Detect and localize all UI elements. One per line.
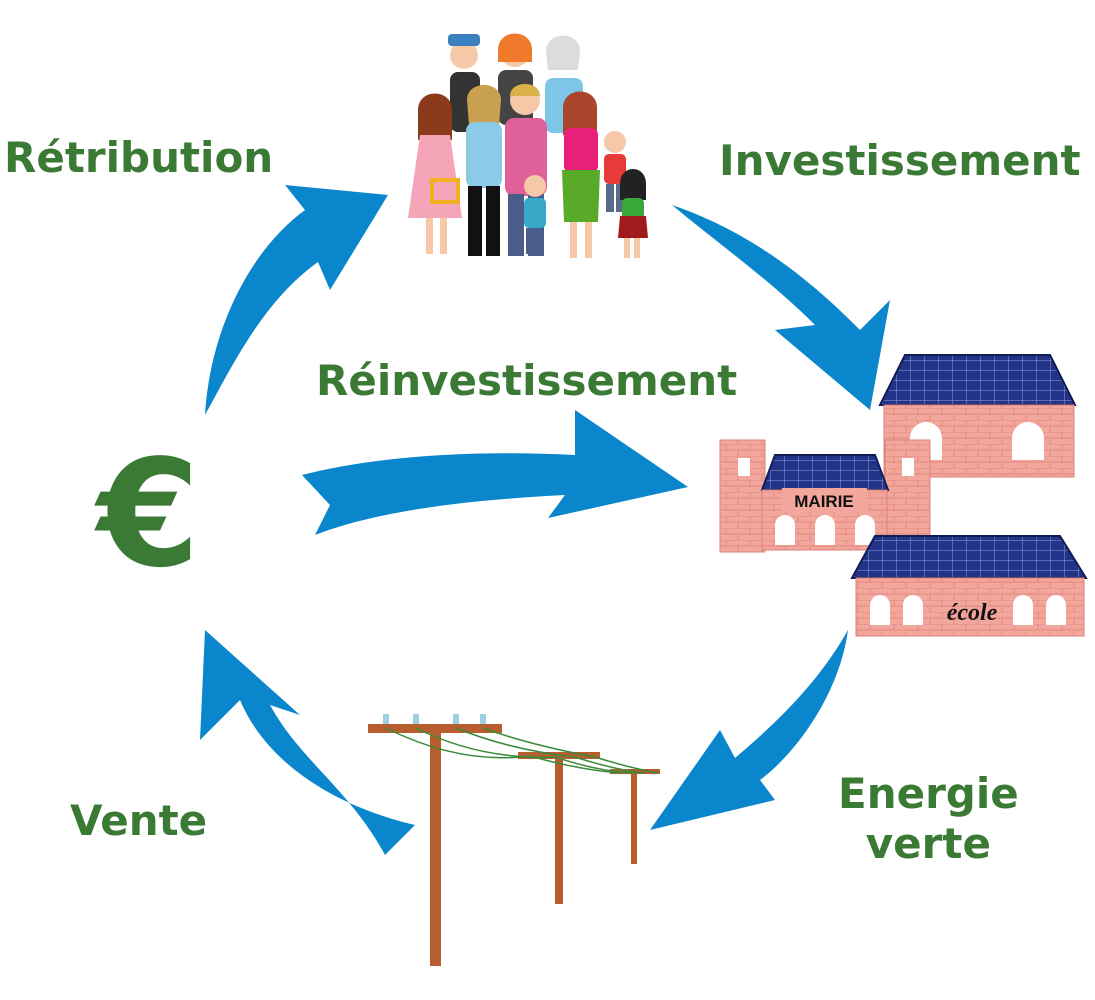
arrow-retribution — [205, 185, 388, 415]
arrow-investissement — [672, 205, 890, 410]
power-lines-icon — [368, 714, 660, 966]
label-energie-verte: Energie verte — [838, 773, 1019, 865]
euro-icon: € — [97, 428, 200, 600]
town-hall-icon: MAIRIE — [719, 354, 1077, 553]
arrow-vente — [200, 630, 415, 855]
mairie-sign: MAIRIE — [794, 492, 854, 511]
label-energie-line1: Energie — [838, 769, 1019, 818]
label-retribution: Rétribution — [4, 133, 274, 182]
people-group-icon — [408, 33, 648, 258]
arrow-energie-verte — [650, 630, 848, 830]
label-investissement: Investissement — [719, 136, 1081, 185]
school-icon: école — [850, 535, 1088, 637]
label-vente: Vente — [70, 796, 208, 845]
ecole-sign: école — [947, 600, 998, 626]
label-energie-line2: verte — [865, 819, 991, 868]
arrow-reinvestissement — [302, 410, 688, 535]
label-reinvestissement: Réinvestissement — [316, 356, 738, 405]
